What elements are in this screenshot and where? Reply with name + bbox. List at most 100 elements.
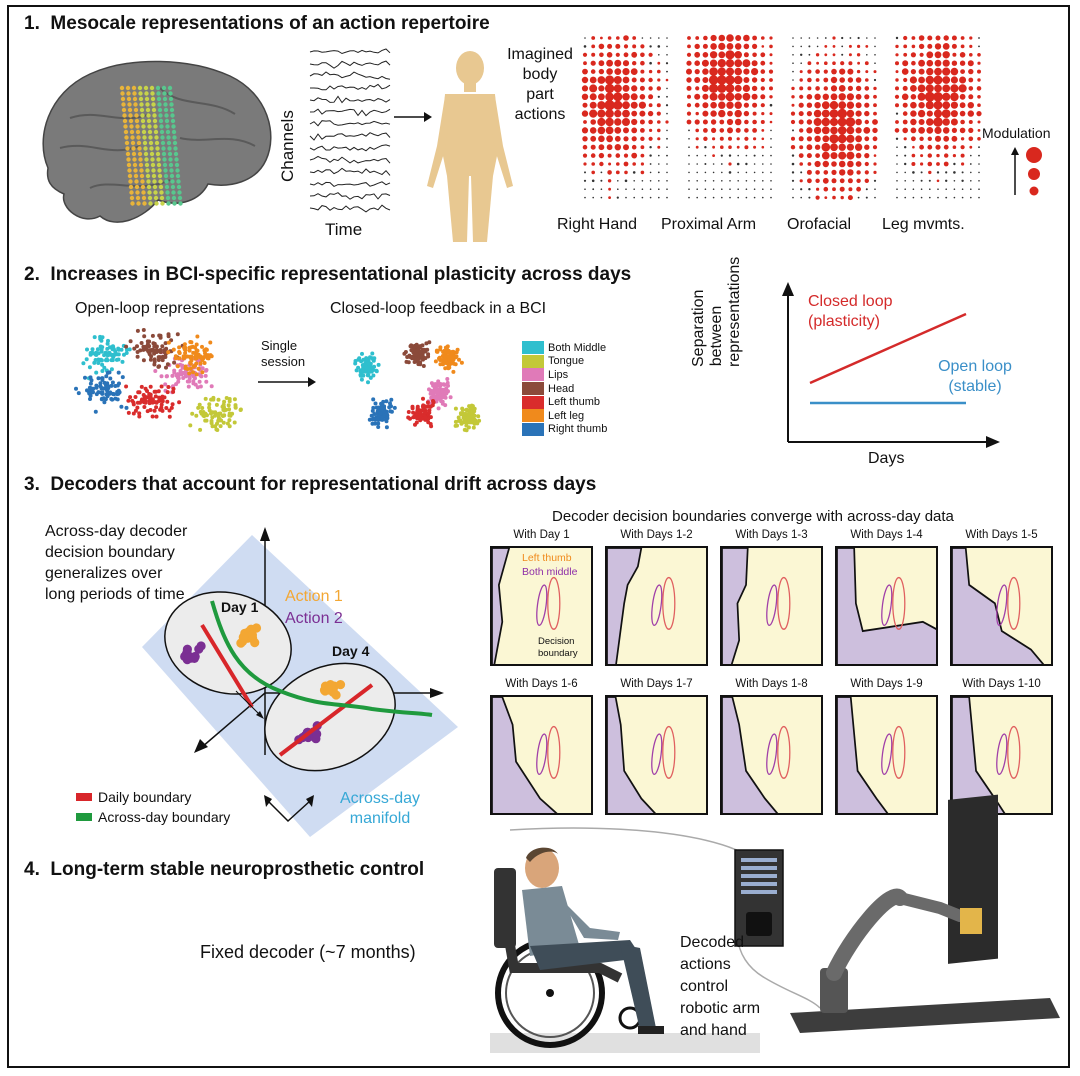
map-dot [856,53,861,57]
map-dot [584,188,586,190]
cluster-point [459,411,464,416]
map-dot [822,135,830,143]
map-dot [720,163,723,165]
map-dot [865,78,869,82]
electrode-grid [119,85,183,206]
electrode-dot [131,146,136,151]
map-dot [745,196,748,199]
cluster-point [105,353,110,358]
cluster-point [376,421,381,426]
map-dot [846,143,854,151]
map-dot [977,69,981,74]
electrode-dot [141,195,147,201]
channel-trace [309,95,391,104]
cluster-point [376,362,381,367]
map-label-leg: Leg mvmts. [882,216,965,233]
cluster-point [88,397,92,401]
map-dot [942,84,951,93]
electrode-dot [146,118,152,124]
map-dot [854,143,863,151]
map-dot [696,180,698,182]
map-dot [666,196,668,199]
cluster-point [371,397,376,402]
electrode-dot [126,96,132,102]
map-dot [770,163,772,165]
map-dot [640,170,645,175]
electrode-dot [127,102,132,107]
cluster-point [226,403,231,408]
map-dot [830,76,838,84]
legend-item: Head [522,382,607,396]
body-part-maps [581,34,982,201]
left-thumb-ellipse [777,576,791,630]
cluster-point [88,381,93,386]
panel-title: With Days 1-9 [850,678,923,690]
map-dot [806,119,813,125]
map-dot [760,120,765,124]
cluster-point [96,376,101,381]
cluster-point [143,386,148,391]
map-dot [790,145,796,150]
map-dot [792,70,794,73]
electrode-dot [175,173,181,179]
map-dot [737,180,739,182]
map-dot [917,109,926,118]
map-dot [831,68,837,75]
both-middle-ellipse [536,584,548,627]
cluster-point [198,384,203,389]
action-point [196,641,206,651]
cluster-point [411,410,416,415]
cluster-point [198,361,203,366]
electrode-dot [168,157,173,162]
cluster-point [353,361,358,366]
map-dot [615,43,621,49]
electrode-dot [129,195,135,201]
cluster-point [440,399,445,404]
electrode-dot [168,162,174,168]
cluster-point [135,354,140,359]
map-dot [936,179,940,183]
cluster-point [418,344,423,349]
electrode-dot [153,190,158,195]
panel-title: With Days 1-8 [735,678,808,690]
cluster-point [417,361,422,366]
map-dot [613,84,622,93]
map-dot [846,151,855,160]
map-dot [728,154,732,157]
map-dot [728,145,732,149]
electrode-dot [148,140,154,146]
map-dot [929,188,931,190]
map-dot [800,196,802,199]
electrode-dot [157,102,162,107]
map-dot [935,144,941,150]
map-dot [719,136,724,141]
map-dot [856,178,861,183]
cluster-point [376,425,381,429]
map-dot [633,196,635,199]
map-dot [712,154,715,157]
cluster-point [189,345,194,350]
map-dot [703,136,708,141]
closed-loop-plot-label: Closed loop (plasticity) [808,293,893,330]
legend-swatch [522,354,544,368]
map-dot [866,37,868,39]
map-dot [760,86,765,91]
legend-label: Left leg [548,409,585,422]
map-dot [688,163,690,165]
day1-label: Day 1 [221,599,259,615]
map-dot [829,117,839,127]
map-dot [951,43,957,49]
map-dot [910,101,917,109]
cluster-point [476,414,481,419]
map-dot [855,161,862,167]
cluster-point [105,358,110,363]
map-dot [910,127,917,134]
electrode-dot [145,173,151,179]
map-dot [798,136,804,142]
cluster-point [420,354,425,359]
cluster-point [124,344,129,349]
map-dot [846,93,854,101]
map-dot [942,101,951,110]
cluster-point [358,373,363,378]
map-dot [902,102,908,108]
